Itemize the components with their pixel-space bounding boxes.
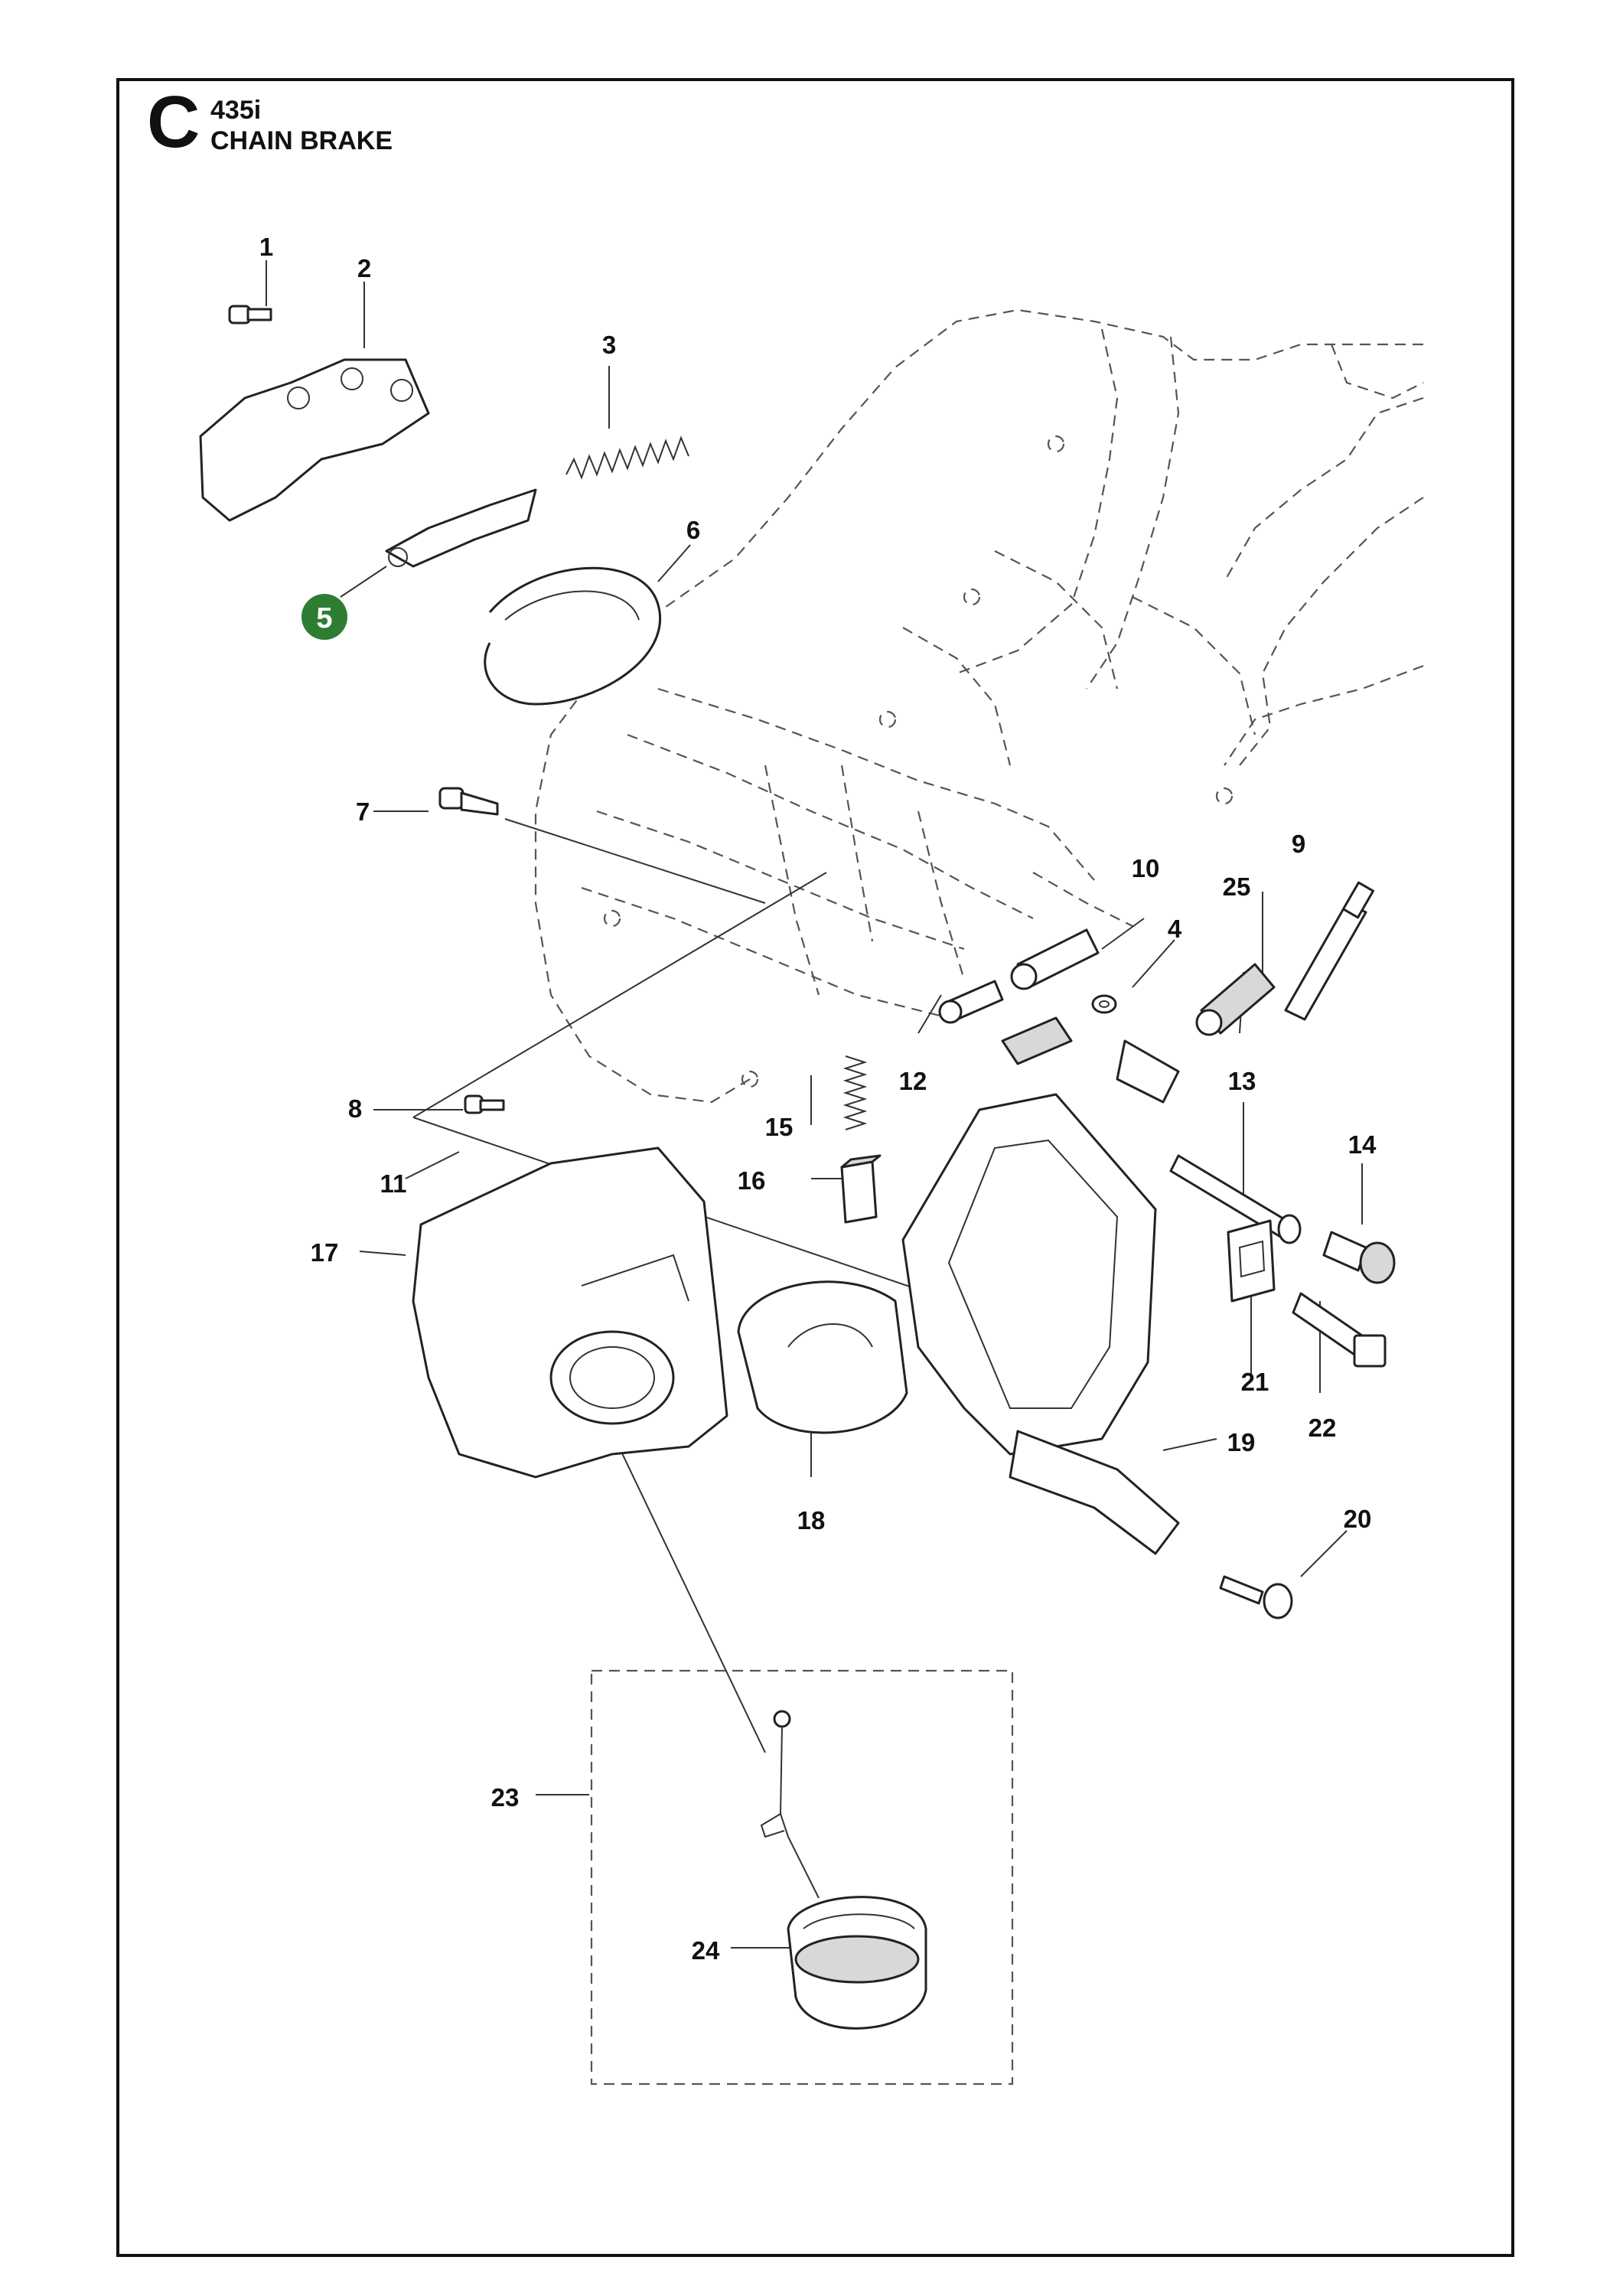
callout-11: 11 bbox=[380, 1169, 407, 1198]
part-knob-14 bbox=[1322, 1231, 1396, 1284]
kit-box-23 bbox=[590, 1669, 1014, 2086]
callout-2: 2 bbox=[357, 254, 371, 282]
part-bracket-2 bbox=[199, 358, 430, 522]
part-strap-23 bbox=[760, 1710, 820, 1899]
part-bolt-7 bbox=[438, 787, 499, 816]
part-pin-9 bbox=[1284, 881, 1375, 1021]
part-link-12 bbox=[938, 980, 1004, 1024]
part-tube-22 bbox=[1292, 1292, 1387, 1368]
callout-18: 18 bbox=[797, 1506, 826, 1534]
callout-7: 7 bbox=[356, 797, 370, 826]
section-title: CHAIN BRAKE bbox=[210, 126, 393, 155]
callout-5: 5 bbox=[316, 602, 332, 634]
callout-8: 8 bbox=[348, 1094, 362, 1123]
part-rod-13 bbox=[1001, 1016, 1302, 1244]
callout-23: 23 bbox=[491, 1783, 520, 1812]
callout-17: 17 bbox=[311, 1238, 339, 1267]
callout-19: 19 bbox=[1227, 1428, 1256, 1456]
model-name: 435i bbox=[210, 96, 262, 125]
part-screw-8 bbox=[464, 1094, 505, 1114]
callout-22: 22 bbox=[1309, 1414, 1337, 1442]
callout-3: 3 bbox=[602, 331, 616, 359]
part-screw-20 bbox=[1219, 1575, 1293, 1619]
leader-lines bbox=[266, 260, 1363, 1949]
part-spring-3 bbox=[565, 435, 689, 480]
callout-labels: 1 2 3 4 5 6 7 8 9 10 11 12 13 14 15 16 1… bbox=[259, 233, 1377, 1965]
callout-9: 9 bbox=[1292, 830, 1305, 858]
part-cap-24 bbox=[787, 1896, 927, 2030]
part-bolt-1 bbox=[228, 305, 272, 325]
part-clip-21 bbox=[1227, 1219, 1276, 1303]
callout-5-highlight bbox=[301, 594, 347, 640]
callout-6: 6 bbox=[686, 516, 700, 544]
callout-21: 21 bbox=[1241, 1368, 1269, 1396]
callout-14: 14 bbox=[1348, 1130, 1377, 1159]
part-washer-4 bbox=[1091, 994, 1117, 1014]
callout-10: 10 bbox=[1132, 854, 1160, 882]
callout-1: 1 bbox=[259, 233, 273, 261]
part-guard-19 bbox=[901, 1093, 1180, 1555]
callout-15: 15 bbox=[765, 1113, 794, 1141]
callout-13: 13 bbox=[1228, 1067, 1256, 1095]
callout-20: 20 bbox=[1344, 1505, 1372, 1533]
part-block-16 bbox=[840, 1154, 882, 1224]
part-link-10 bbox=[1010, 928, 1100, 990]
part-cover-17 bbox=[412, 1146, 728, 1479]
callout-12: 12 bbox=[899, 1067, 927, 1095]
part-lever-5 bbox=[385, 488, 537, 568]
ghost-saw-body bbox=[534, 308, 1424, 1104]
part-brake-band-6 bbox=[484, 566, 661, 706]
callout-16: 16 bbox=[738, 1166, 766, 1195]
part-spring-15 bbox=[842, 1055, 868, 1130]
part-collar-18 bbox=[737, 1280, 908, 1434]
callout-4: 4 bbox=[1168, 915, 1182, 943]
diagram-frame bbox=[116, 78, 1514, 2257]
part-sleeve-25 bbox=[1195, 963, 1276, 1036]
callout-25: 25 bbox=[1223, 872, 1251, 901]
callout-24: 24 bbox=[692, 1936, 720, 1965]
section-letter: C bbox=[147, 81, 200, 163]
